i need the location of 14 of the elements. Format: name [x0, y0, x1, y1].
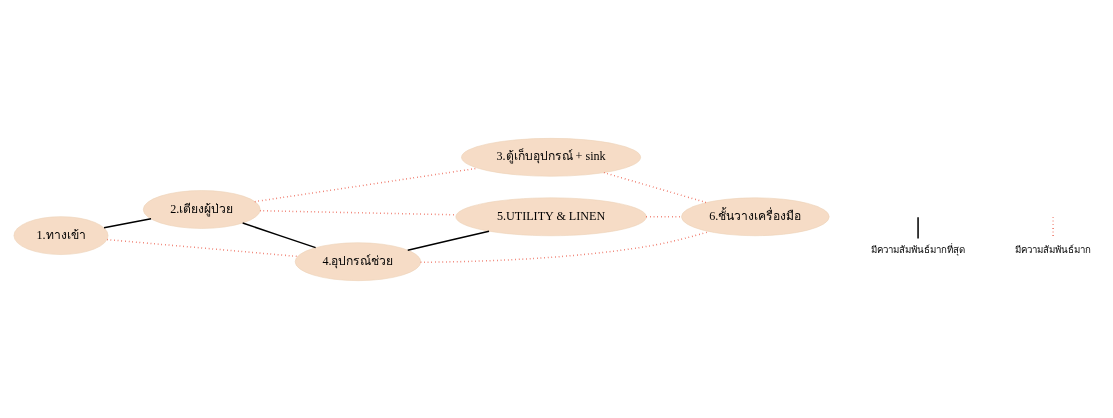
connector	[407, 229, 490, 251]
node-ellipse: 6.ชั้นวางเครื่องมือ	[681, 197, 830, 236]
legend-label: มีความสัมพันธ์มากที่สุด	[871, 243, 966, 255]
connector	[645, 215, 683, 218]
node-ellipse: 3.ตู้เก็บอุปกรณ์ + sink	[461, 137, 641, 177]
connector	[603, 171, 708, 203]
connector	[103, 217, 152, 228]
connector	[259, 209, 457, 216]
connector	[241, 221, 317, 248]
node-ellipse: 2.เตียงผู้ป่วย	[143, 189, 261, 229]
node-ellipse: 5.UTILITY & LINEN	[455, 197, 647, 236]
legend-label: มีความสัมพันธ์มาก	[1015, 243, 1092, 255]
node-ellipse: 4.อุปกรณ์ช่วย	[294, 241, 422, 281]
node-ellipse: 1.ทางเข้า	[13, 215, 109, 255]
